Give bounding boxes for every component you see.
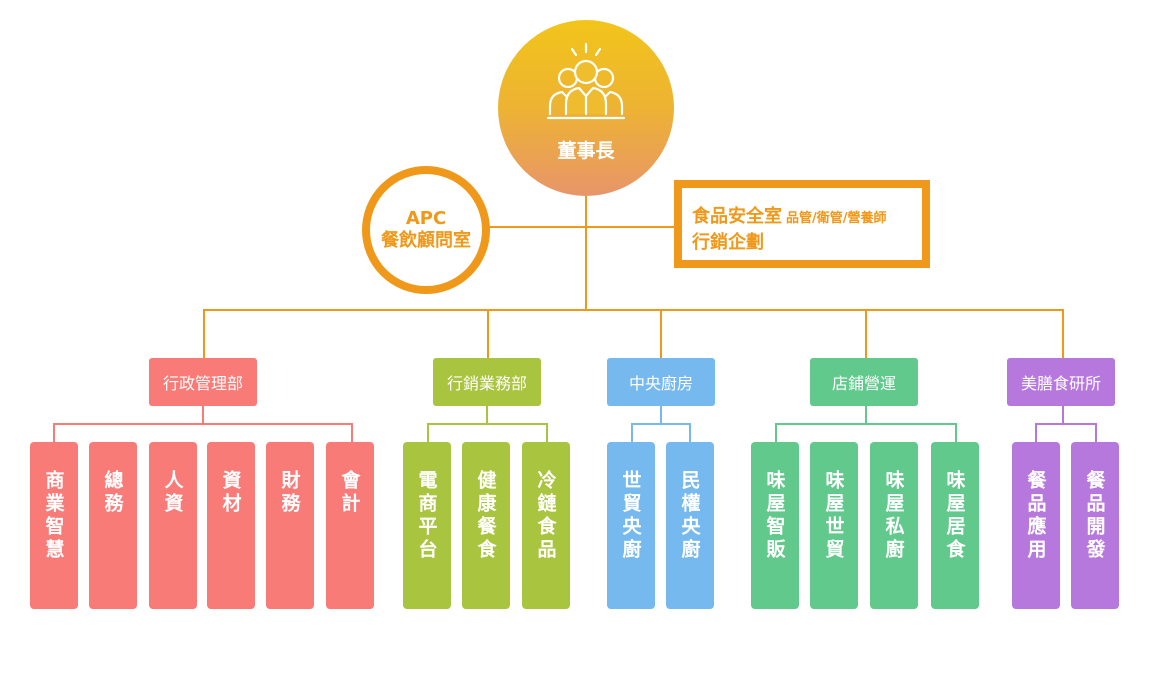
- marketing-planning-label: 行銷企劃: [692, 232, 764, 253]
- unit-general-affairs: 總務: [89, 442, 137, 609]
- unit-finance: 財務: [266, 442, 314, 609]
- chairman-label: 董事長: [557, 140, 615, 162]
- connector: [486, 406, 488, 424]
- unit-cold-chain: 冷鏈食品: [522, 442, 570, 609]
- connector: [487, 309, 489, 358]
- apc-title: APC: [405, 208, 447, 229]
- unit-materials: 資材: [207, 442, 255, 609]
- connector: [53, 423, 353, 425]
- unit-ecommerce: 電商平台: [403, 442, 451, 609]
- people-group-icon: [546, 42, 626, 120]
- unit-accounting: 會計: [326, 442, 374, 609]
- connector: [775, 423, 777, 442]
- connector: [1062, 406, 1064, 424]
- connector: [203, 309, 1064, 311]
- connector: [1062, 309, 1064, 358]
- food-safety-node: 食品安全室品管/衛管/營養師 行銷企劃: [674, 180, 930, 268]
- apc-subtitle: 餐飲顧問室: [381, 230, 471, 251]
- connector: [203, 309, 205, 358]
- food-safety-subtitle: 品管/衛管/營養師: [786, 211, 887, 226]
- connector: [1095, 423, 1097, 442]
- dept-admin: 行政管理部: [149, 358, 257, 406]
- unit-world-trade-kitchen: 世貿央廚: [607, 442, 655, 609]
- connector: [351, 423, 353, 442]
- connector: [1035, 423, 1097, 425]
- connector: [955, 423, 957, 442]
- connector: [689, 423, 691, 442]
- connector: [585, 196, 587, 310]
- connector: [427, 423, 429, 442]
- unit-minquan-kitchen: 民權央廚: [666, 442, 714, 609]
- food-safety-title: 食品安全室: [692, 206, 782, 227]
- connector: [427, 423, 548, 425]
- dept-central-kitchen: 中央廚房: [607, 358, 715, 406]
- dept-store-operations: 店鋪營運: [810, 358, 918, 406]
- connector: [1035, 423, 1037, 442]
- unit-smart-vending: 味屋智販: [751, 442, 799, 609]
- connector: [53, 423, 55, 442]
- unit-world-trade-store: 味屋世貿: [810, 442, 858, 609]
- connector: [546, 423, 548, 442]
- connector: [660, 309, 662, 358]
- unit-healthy-meals: 健康餐食: [462, 442, 510, 609]
- connector: [660, 406, 662, 424]
- unit-meal-application: 餐品應用: [1012, 442, 1060, 609]
- connector: [865, 406, 867, 424]
- dept-research: 美膳食研所: [1007, 358, 1115, 406]
- unit-business-intelligence: 商業智慧: [30, 442, 78, 609]
- unit-home-dining: 味屋居食: [931, 442, 979, 609]
- connector: [474, 226, 674, 228]
- unit-human-resources: 人資: [149, 442, 197, 609]
- food-safety-heading: 食品安全室品管/衛管/營養師: [692, 202, 887, 228]
- connector: [631, 423, 633, 442]
- dept-sales: 行銷業務部: [433, 358, 541, 406]
- connector: [865, 309, 867, 358]
- apc-consulting-node: APC 餐飲顧問室: [362, 166, 490, 294]
- connector: [202, 406, 204, 424]
- connector: [631, 423, 691, 425]
- unit-private-kitchen: 味屋私廚: [870, 442, 918, 609]
- chairman-node: 董事長: [498, 20, 674, 196]
- connector: [775, 423, 957, 425]
- unit-meal-development: 餐品開發: [1071, 442, 1119, 609]
